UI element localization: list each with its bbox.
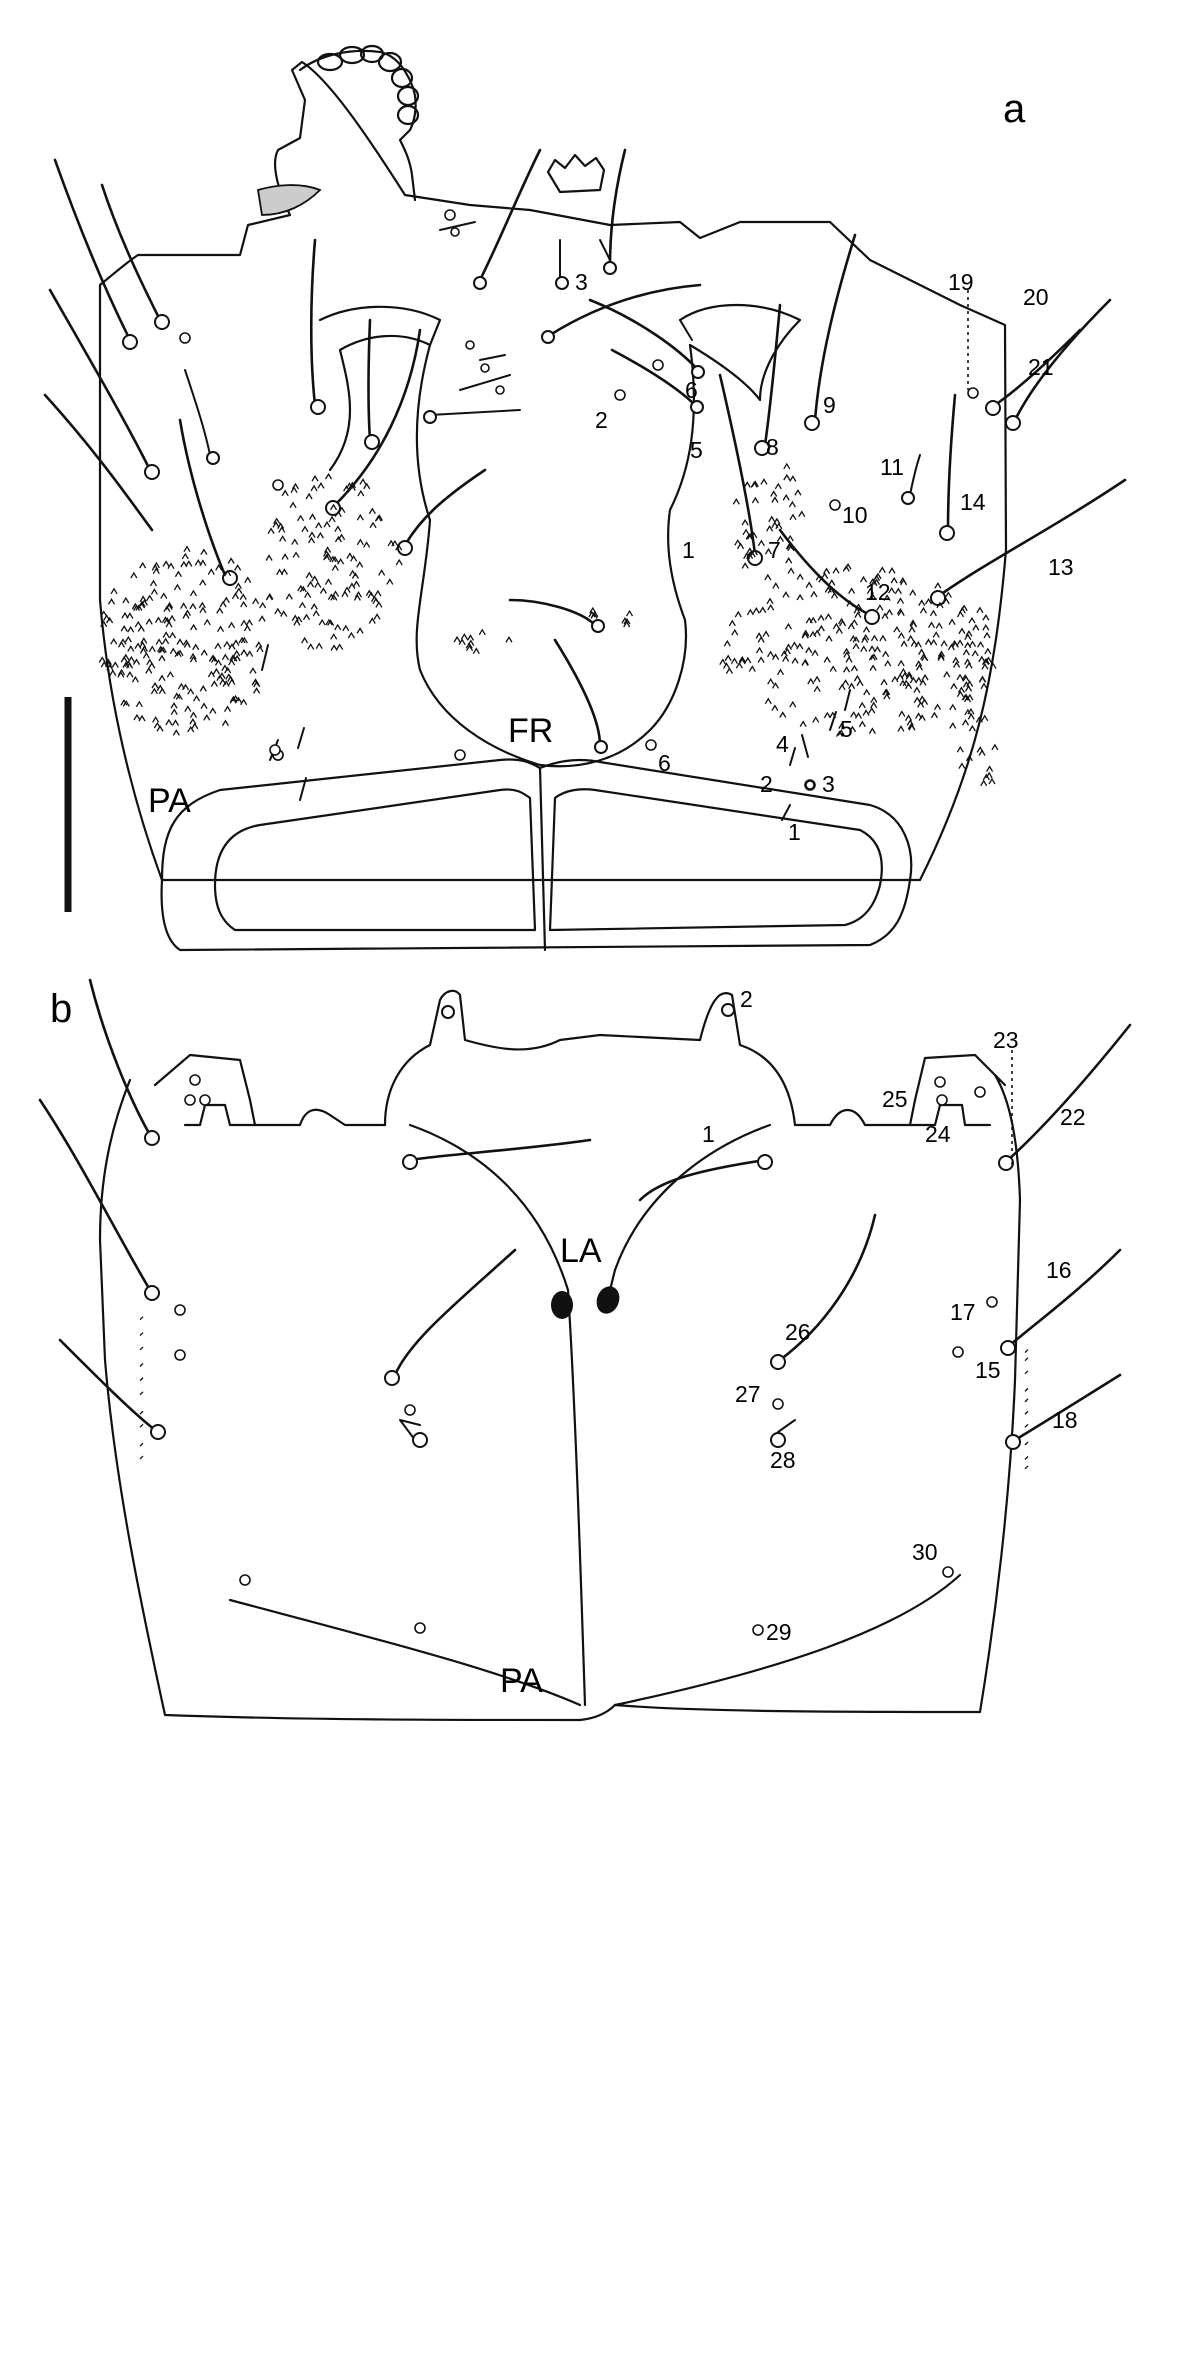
svg-text:2: 2 [595, 407, 608, 433]
svg-text:16: 16 [1046, 1257, 1072, 1283]
pores-b [174, 1074, 998, 1636]
svg-text:23: 23 [993, 1027, 1019, 1053]
svg-text:20: 20 [1023, 284, 1049, 310]
setae-sockets-b [144, 1003, 1021, 1450]
panel-b-letter: b [50, 987, 72, 1031]
panel-b: b [38, 978, 1132, 1722]
svg-text:3: 3 [822, 771, 835, 797]
svg-text:1: 1 [682, 537, 695, 563]
svg-text:14: 14 [960, 489, 986, 515]
setae-right [508, 233, 1127, 747]
lower-arc-right [613, 1573, 962, 1707]
svg-text:12: 12 [865, 579, 891, 605]
svg-text:5: 5 [840, 716, 853, 742]
stemma-left [551, 1291, 573, 1319]
setae-sockets-left [122, 261, 617, 586]
small-setae-b [399, 1419, 796, 1448]
left-antennal-stub [153, 1053, 257, 1127]
midline-lower [538, 766, 547, 952]
svg-text:6: 6 [685, 377, 698, 403]
svg-text:11: 11 [880, 454, 904, 480]
label-PA-b: PA [500, 1662, 543, 1700]
svg-text:17: 17 [950, 1299, 976, 1325]
svg-text:2: 2 [740, 986, 753, 1012]
panel-a: a [43, 44, 1127, 952]
pores-left [179, 209, 505, 761]
svg-text:7: 7 [768, 537, 781, 563]
occipital-inner-right [548, 788, 883, 932]
head-capsule-outline [98, 60, 1008, 882]
ventral-top-edge [253, 1108, 912, 1127]
setae-numbers-a: 3 2 1 5 6 7 8 9 10 11 12 13 14 19 20 21 [575, 269, 1074, 605]
setae-b [38, 978, 1132, 1442]
svg-text:1: 1 [702, 1121, 715, 1147]
svg-text:6: 6 [658, 750, 671, 776]
svg-text:26: 26 [785, 1319, 811, 1345]
svg-text:29: 29 [766, 1619, 792, 1645]
spinule-patches [98, 462, 999, 787]
mandible [298, 49, 417, 202]
small-pores-lower-a [269, 744, 815, 790]
svg-text:3: 3 [575, 269, 588, 295]
svg-text:13: 13 [1048, 554, 1074, 580]
occipital-inner [213, 788, 537, 932]
stemma-right [596, 1286, 620, 1314]
svg-text:27: 27 [735, 1381, 761, 1407]
svg-text:2: 2 [760, 771, 773, 797]
svg-text:8: 8 [766, 434, 779, 460]
panel-a-letter: a [1003, 87, 1026, 131]
midline-suture-right [603, 1123, 772, 1312]
setae-numbers-b: 1 2 15 16 17 18 22 23 24 25 26 27 28 29 … [702, 986, 1086, 1645]
svg-text:5: 5 [690, 437, 703, 463]
svg-text:18: 18 [1052, 1407, 1078, 1433]
small-numbers-a: 1 2 3 4 5 6 [658, 716, 853, 845]
marginal-denticles [139, 1316, 1029, 1470]
right-antennal-stub [908, 1053, 1007, 1127]
svg-text:9: 9 [823, 392, 836, 418]
occipital-outer [160, 758, 913, 952]
lower-arc-left [228, 1598, 582, 1707]
svg-text:25: 25 [882, 1086, 908, 1112]
ventral-head-outline [98, 1073, 1022, 1722]
svg-text:19: 19 [948, 269, 974, 295]
mandible-teeth [316, 44, 420, 126]
svg-text:4: 4 [776, 731, 789, 757]
svg-text:30: 30 [912, 1539, 938, 1565]
left-sclerite [318, 305, 442, 472]
frons-outline [415, 343, 696, 768]
svg-text:28: 28 [770, 1447, 796, 1473]
small-setae [261, 644, 851, 821]
labrum-outline [383, 989, 797, 1127]
label-FR: FR [508, 712, 553, 750]
label-PA-a: PA [148, 782, 191, 820]
setae-left [43, 148, 702, 577]
mandible-sclerite [256, 184, 322, 216]
midline-suture [408, 1123, 587, 1707]
setae-sockets-right [591, 365, 1021, 754]
svg-text:15: 15 [975, 1357, 1001, 1383]
label-LA: LA [560, 1232, 602, 1270]
right-sclerite [678, 303, 802, 402]
svg-text:1: 1 [788, 819, 801, 845]
antenna-base [546, 153, 606, 194]
svg-text:10: 10 [842, 502, 868, 528]
svg-text:22: 22 [1060, 1104, 1086, 1130]
svg-text:21: 21 [1028, 354, 1054, 380]
svg-text:24: 24 [925, 1121, 951, 1147]
